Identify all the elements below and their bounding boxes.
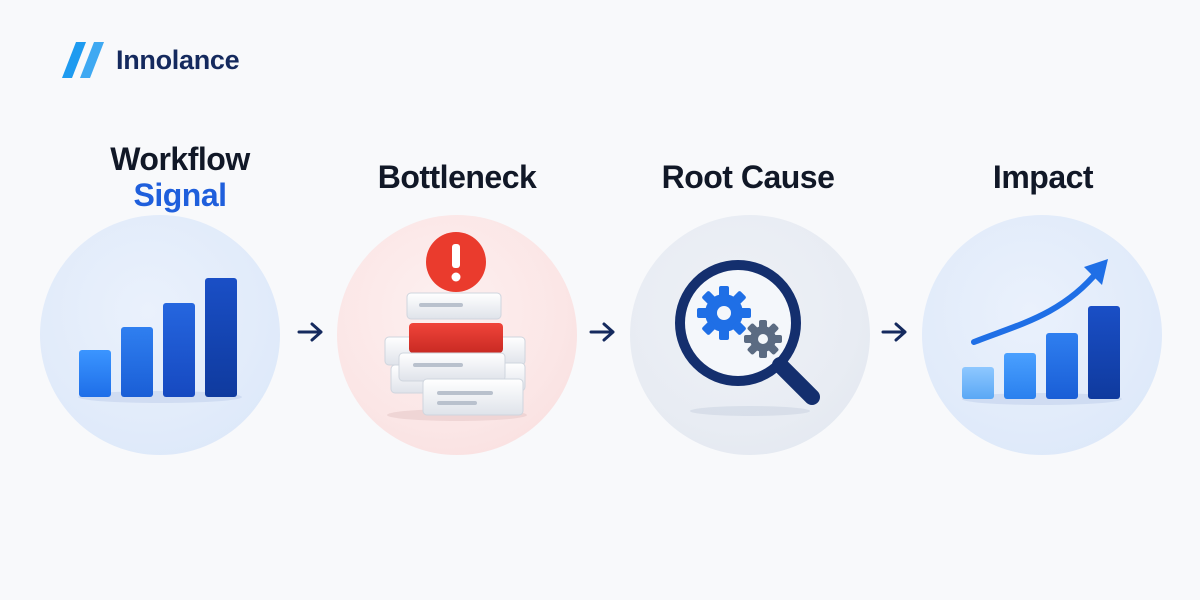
arrow-right-icon (589, 322, 615, 342)
step-circle-impact (922, 215, 1162, 455)
growth-chart-arrow-icon (962, 259, 1122, 405)
brand-name: Innolance (116, 44, 240, 75)
step-circle-root-cause (630, 215, 870, 455)
arrow-right-icon (881, 322, 907, 342)
magnifier-gears-icon (675, 260, 820, 416)
step-title-accent: Signal (133, 176, 227, 213)
arrow-right-icon (297, 322, 323, 342)
step-circle-bottleneck (337, 215, 577, 455)
step-circle-workflow-signal (40, 215, 280, 455)
step-title-main: Impact (992, 159, 1094, 195)
brand-logo: Innolance (60, 40, 240, 80)
bar-chart-icon (78, 278, 242, 403)
step-title-main: Workflow (110, 141, 250, 177)
stacked-blocks-alert-icon (384, 232, 527, 421)
step-title-impact: Impact (933, 159, 1153, 196)
step-title-main: Bottleneck (377, 159, 537, 195)
brand-mark-icon (62, 42, 104, 78)
step-title-bottleneck: Bottleneck (347, 159, 567, 196)
step-title-workflow-signal: Workflow Signal (70, 141, 290, 214)
step-title-main: Root Cause (661, 159, 835, 195)
step-title-root-cause: Root Cause (638, 159, 858, 196)
